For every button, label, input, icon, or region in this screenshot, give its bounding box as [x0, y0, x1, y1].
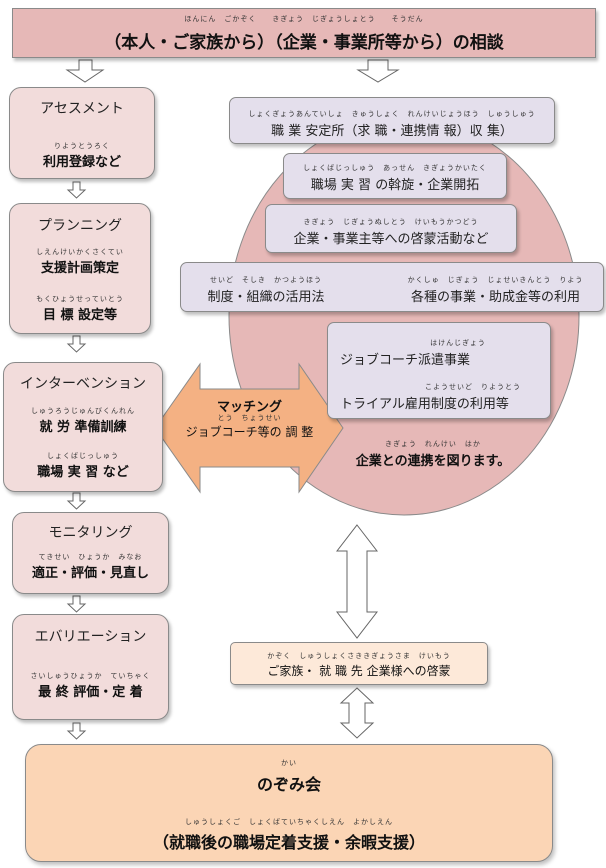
company-item-awareness: きぎょう じぎょうぬしとう けいもうかつどう 企業・事業主等への啓蒙活動など — [265, 204, 517, 253]
company-item-job-coach: はけんじぎょう ジョブコーチ派遣事業 こようせいど りようとう トライアル雇用制… — [327, 322, 551, 419]
down-arrow-left — [65, 59, 105, 83]
step-planning: プランニング しえんけいかくさくてい 支援計画策定 もくひょうせっていとう 目 … — [9, 203, 151, 334]
company-item-reading: きぎょう じぎょうぬしとう けいもうかつどう — [303, 218, 479, 226]
company-item-employment-office: しょくぎょうあんていしょ きゅうしょく れんけいじょうほう しゅうしゅう 職 業… — [229, 97, 555, 144]
step-line: 職場 実 習 など — [37, 465, 129, 480]
step-intervention: インターベンション しゅうろうじゅんびくんれん 就 労 準備訓練 しょくばじっし… — [3, 362, 163, 492]
step-line-reading: さいしゅうひょうか ていちゃく — [30, 672, 151, 680]
step-evaluation: エバリエーション さいしゅうひょうか ていちゃく 最 終 評価・定 着 — [12, 614, 169, 720]
matching-title: マッチング — [216, 400, 282, 415]
family-awareness-box: かぞく しゅうしょくさききぎょうさま けいもう ご家族・ 就 職 先 企業様への… — [230, 642, 488, 685]
company-item-reading: はけんじぎょう — [430, 339, 486, 347]
company-item-text: 職場 実 習 の斡旋・企業開拓 — [310, 178, 480, 193]
company-item-reading: しょくぎょうあんていしょ きゅうしょく れんけいじょうほう しゅうしゅう — [248, 110, 536, 118]
company-item-text: 企業・事業主等への啓蒙活動など — [293, 232, 489, 247]
company-item-reading: しょくばじっしゅう あっせん きぎょうかいたく — [303, 164, 487, 172]
step-title: インターベンション — [20, 376, 146, 392]
step-line: 最 終 評価・定 着 — [38, 685, 143, 700]
down-arrow-right — [356, 59, 400, 83]
family-box-reading: かぞく しゅうしょくさききぎょうさま けいもう — [267, 652, 451, 660]
step-line-reading: もくひょうせっていとう — [36, 295, 124, 303]
nozomi-title: のぞみ会 — [256, 775, 321, 794]
company-item-placement: しょくばじっしゅう あっせん きぎょうかいたく 職場 実 習 の斡旋・企業開拓 — [283, 153, 507, 199]
step-line-reading: しょくばじっしゅう — [47, 452, 119, 460]
nozomi-kai-box: かい のぞみ会 しゅうしょくご しょくばていちゃくしえん よかしえん （就職後の… — [25, 744, 553, 862]
nozomi-subtitle-reading: しゅうしょくご しょくばていちゃくしえん よかしえん — [185, 818, 393, 826]
company-note-text: 企業との連携を図ります。 — [355, 454, 511, 469]
step-title: モニタリング — [48, 525, 133, 541]
matching-subtitle: ジョブコーチ等の 調 整 — [185, 425, 314, 439]
matching-double-arrow — [154, 362, 344, 494]
step-assessment: アセスメント りようとうろく 利用登録など — [9, 87, 155, 179]
company-note: きぎょう れんけい はか 企業との連携を図ります。 — [338, 440, 528, 470]
company-item-text: 職 業 安定所（求 職・連携情 報）収 集） — [271, 124, 513, 139]
top-header-text: （本人・ご家族から）（企業・事業所等から）の相談 — [104, 33, 504, 53]
company-item-text: ジョブコーチ派遣事業 — [340, 353, 471, 368]
step-arrow-1 — [66, 181, 87, 199]
step-arrow-4 — [66, 595, 87, 613]
step-arrow-2 — [66, 335, 87, 353]
company-item-reading-2: かくしゅ じぎょう じょせいきんとう りよう — [407, 276, 584, 284]
step-monitoring: モニタリング てきせい ひょうか みなお 適正・評価・見直し — [12, 512, 169, 594]
step-arrow-5 — [66, 722, 87, 740]
double-arrow-lower — [339, 687, 375, 739]
family-box-text: ご家族・ 就 職 先 企業様への啓蒙 — [267, 664, 451, 678]
step-line-reading: てきせい ひょうか みなお — [38, 553, 143, 561]
step-line-reading: しえんけいかくさくてい — [36, 248, 124, 256]
nozomi-title-reading: かい — [281, 759, 297, 767]
step-title: プランニング — [38, 218, 122, 234]
company-item-reading: せいど そしき かつようほう — [210, 276, 322, 284]
top-header: ほんにん ごかぞく きぎょう じぎょうしょとう そうだん （本人・ご家族から）（… — [12, 8, 596, 58]
step-line: 就 労 準備訓練 — [39, 420, 127, 435]
step-arrow-3 — [66, 492, 87, 510]
matching-reading: とう ちょうせい — [217, 414, 282, 422]
matching-sub: とう ちょうせい ジョブコーチ等の 調 整 — [158, 414, 341, 444]
step-line: 支援計画策定 — [40, 261, 119, 276]
matching-label: マッチング — [200, 396, 299, 456]
step-title: エバリエーション — [34, 629, 147, 645]
company-item-systems: せいど そしき かつようほう 制度・組織の活用法 かくしゅ じぎょう じょせいき… — [180, 262, 604, 312]
step-line: 適正・評価・見直し — [31, 566, 149, 581]
step-title: アセスメント — [40, 101, 124, 117]
step-line: 目 標 設定等 — [42, 308, 118, 323]
company-item-reading-2: こようせいど りようとう — [425, 383, 521, 391]
company-item-text-2: 各種の事業・助成金等の利用 — [410, 290, 580, 305]
double-arrow-upper — [335, 524, 379, 639]
company-item-text: 制度・組織の活用法 — [207, 290, 325, 305]
nozomi-subtitle: （就職後の職場定着支援・余暇支援） — [152, 833, 425, 852]
step-line-reading: しゅうろうじゅんびくんれん — [31, 407, 135, 415]
step-line: 利用登録など — [42, 155, 121, 170]
company-item-text-2: トライアル雇用制度の利用等 — [340, 397, 509, 412]
step-line-reading: りようとうろく — [54, 142, 110, 150]
top-header-reading: ほんにん ごかぞく きぎょう じぎょうしょとう そうだん — [184, 15, 424, 23]
company-note-reading: きぎょう れんけい はか — [385, 440, 481, 448]
